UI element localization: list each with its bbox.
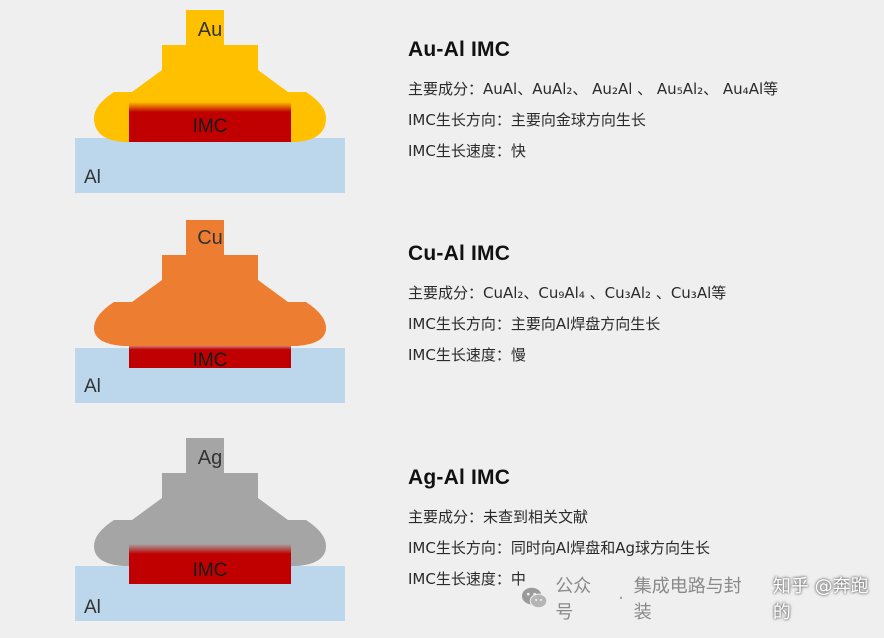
ball-label: Ag bbox=[198, 447, 222, 469]
pad-label: Al bbox=[84, 597, 101, 618]
bond-cross-section-cu: Cu IMC Al bbox=[75, 220, 345, 403]
imc-layer bbox=[129, 544, 291, 584]
growth-direction-text: IMC生长方向：主要向Al焊盘方向生长 bbox=[408, 315, 661, 333]
info-au-al: Au-Al IMC 主要成分：AuAl、AuAl₂、 Au₂Al 、 Au₅Al… bbox=[408, 38, 868, 167]
imc-label: IMC bbox=[193, 350, 228, 371]
ball-label: Cu bbox=[197, 227, 223, 249]
composition-text: 主要成分：AuAl、AuAl₂、 Au₂Al 、 Au₅Al₂、 Au₄Al等 bbox=[408, 80, 779, 98]
section-title: Au-Al IMC bbox=[408, 38, 511, 61]
pad-label: Al bbox=[84, 376, 101, 397]
growth-speed-text: IMC生长速度：中 bbox=[408, 570, 526, 588]
imc-layer bbox=[129, 342, 291, 368]
composition-text: 主要成分：CuAl₂、Cu₉Al₄ 、Cu₃Al₂ 、Cu₃Al等 bbox=[408, 284, 727, 302]
ag-ball bbox=[94, 438, 326, 566]
diagram-au-al: Au IMC Al bbox=[70, 0, 360, 210]
bond-cross-section-au: Au IMC Al bbox=[75, 10, 345, 193]
imc-label: IMC bbox=[193, 116, 228, 137]
watermark-zhihu-author: 知乎 @奔跑的 bbox=[772, 576, 869, 623]
growth-direction-text: IMC生长方向：主要向金球方向生长 bbox=[408, 111, 646, 129]
diagram-ag-al: Ag IMC Al bbox=[70, 428, 360, 638]
panel-cu-al: Cu IMC Al Cu-Al IMC 主要成分：CuAl₂、Cu₉Al₄ 、C… bbox=[0, 210, 884, 420]
imc-label: IMC bbox=[193, 560, 228, 581]
al-pad bbox=[75, 138, 345, 193]
growth-direction-text: IMC生长方向：同时向Al焊盘和Ag球方向生长 bbox=[408, 539, 711, 557]
info-cu-al: Cu-Al IMC 主要成分：CuAl₂、Cu₉Al₄ 、Cu₃Al₂ 、Cu₃… bbox=[408, 242, 868, 371]
growth-speed-text: IMC生长速度：快 bbox=[408, 142, 526, 160]
section-title: Ag-Al IMC bbox=[408, 466, 511, 489]
wechat-icon bbox=[521, 587, 548, 609]
info-ag-al: Ag-Al IMC 主要成分：未查到相关文献 IMC生长方向：同时向Al焊盘和A… bbox=[408, 466, 868, 595]
panel-ag-al: Ag IMC Al Ag-Al IMC 主要成分：未查到相关文献 IMC生长方向… bbox=[0, 428, 884, 638]
pad-label: Al bbox=[84, 167, 101, 188]
watermark-account-label: 公众号 bbox=[555, 576, 592, 623]
watermark-separator: · bbox=[618, 587, 624, 609]
watermark: 公众号 · 集成电路与封装 知乎 @奔跑的 bbox=[520, 576, 884, 623]
cu-ball bbox=[94, 220, 326, 346]
ball-label: Au bbox=[198, 19, 222, 41]
watermark-account-name: 集成电路与封装 bbox=[633, 576, 742, 623]
bond-cross-section-ag: Ag IMC Al bbox=[75, 438, 345, 621]
section-title: Cu-Al IMC bbox=[408, 242, 511, 265]
diagram-cu-al: Cu IMC Al bbox=[70, 210, 360, 420]
panel-au-al: Au IMC Al Au-Al IMC 主要成分：AuAl、AuAl₂、 Au₂… bbox=[0, 0, 884, 210]
imc-layer bbox=[129, 102, 291, 142]
composition-text: 主要成分：未查到相关文献 bbox=[408, 508, 589, 526]
growth-speed-text: IMC生长速度：慢 bbox=[408, 346, 526, 364]
